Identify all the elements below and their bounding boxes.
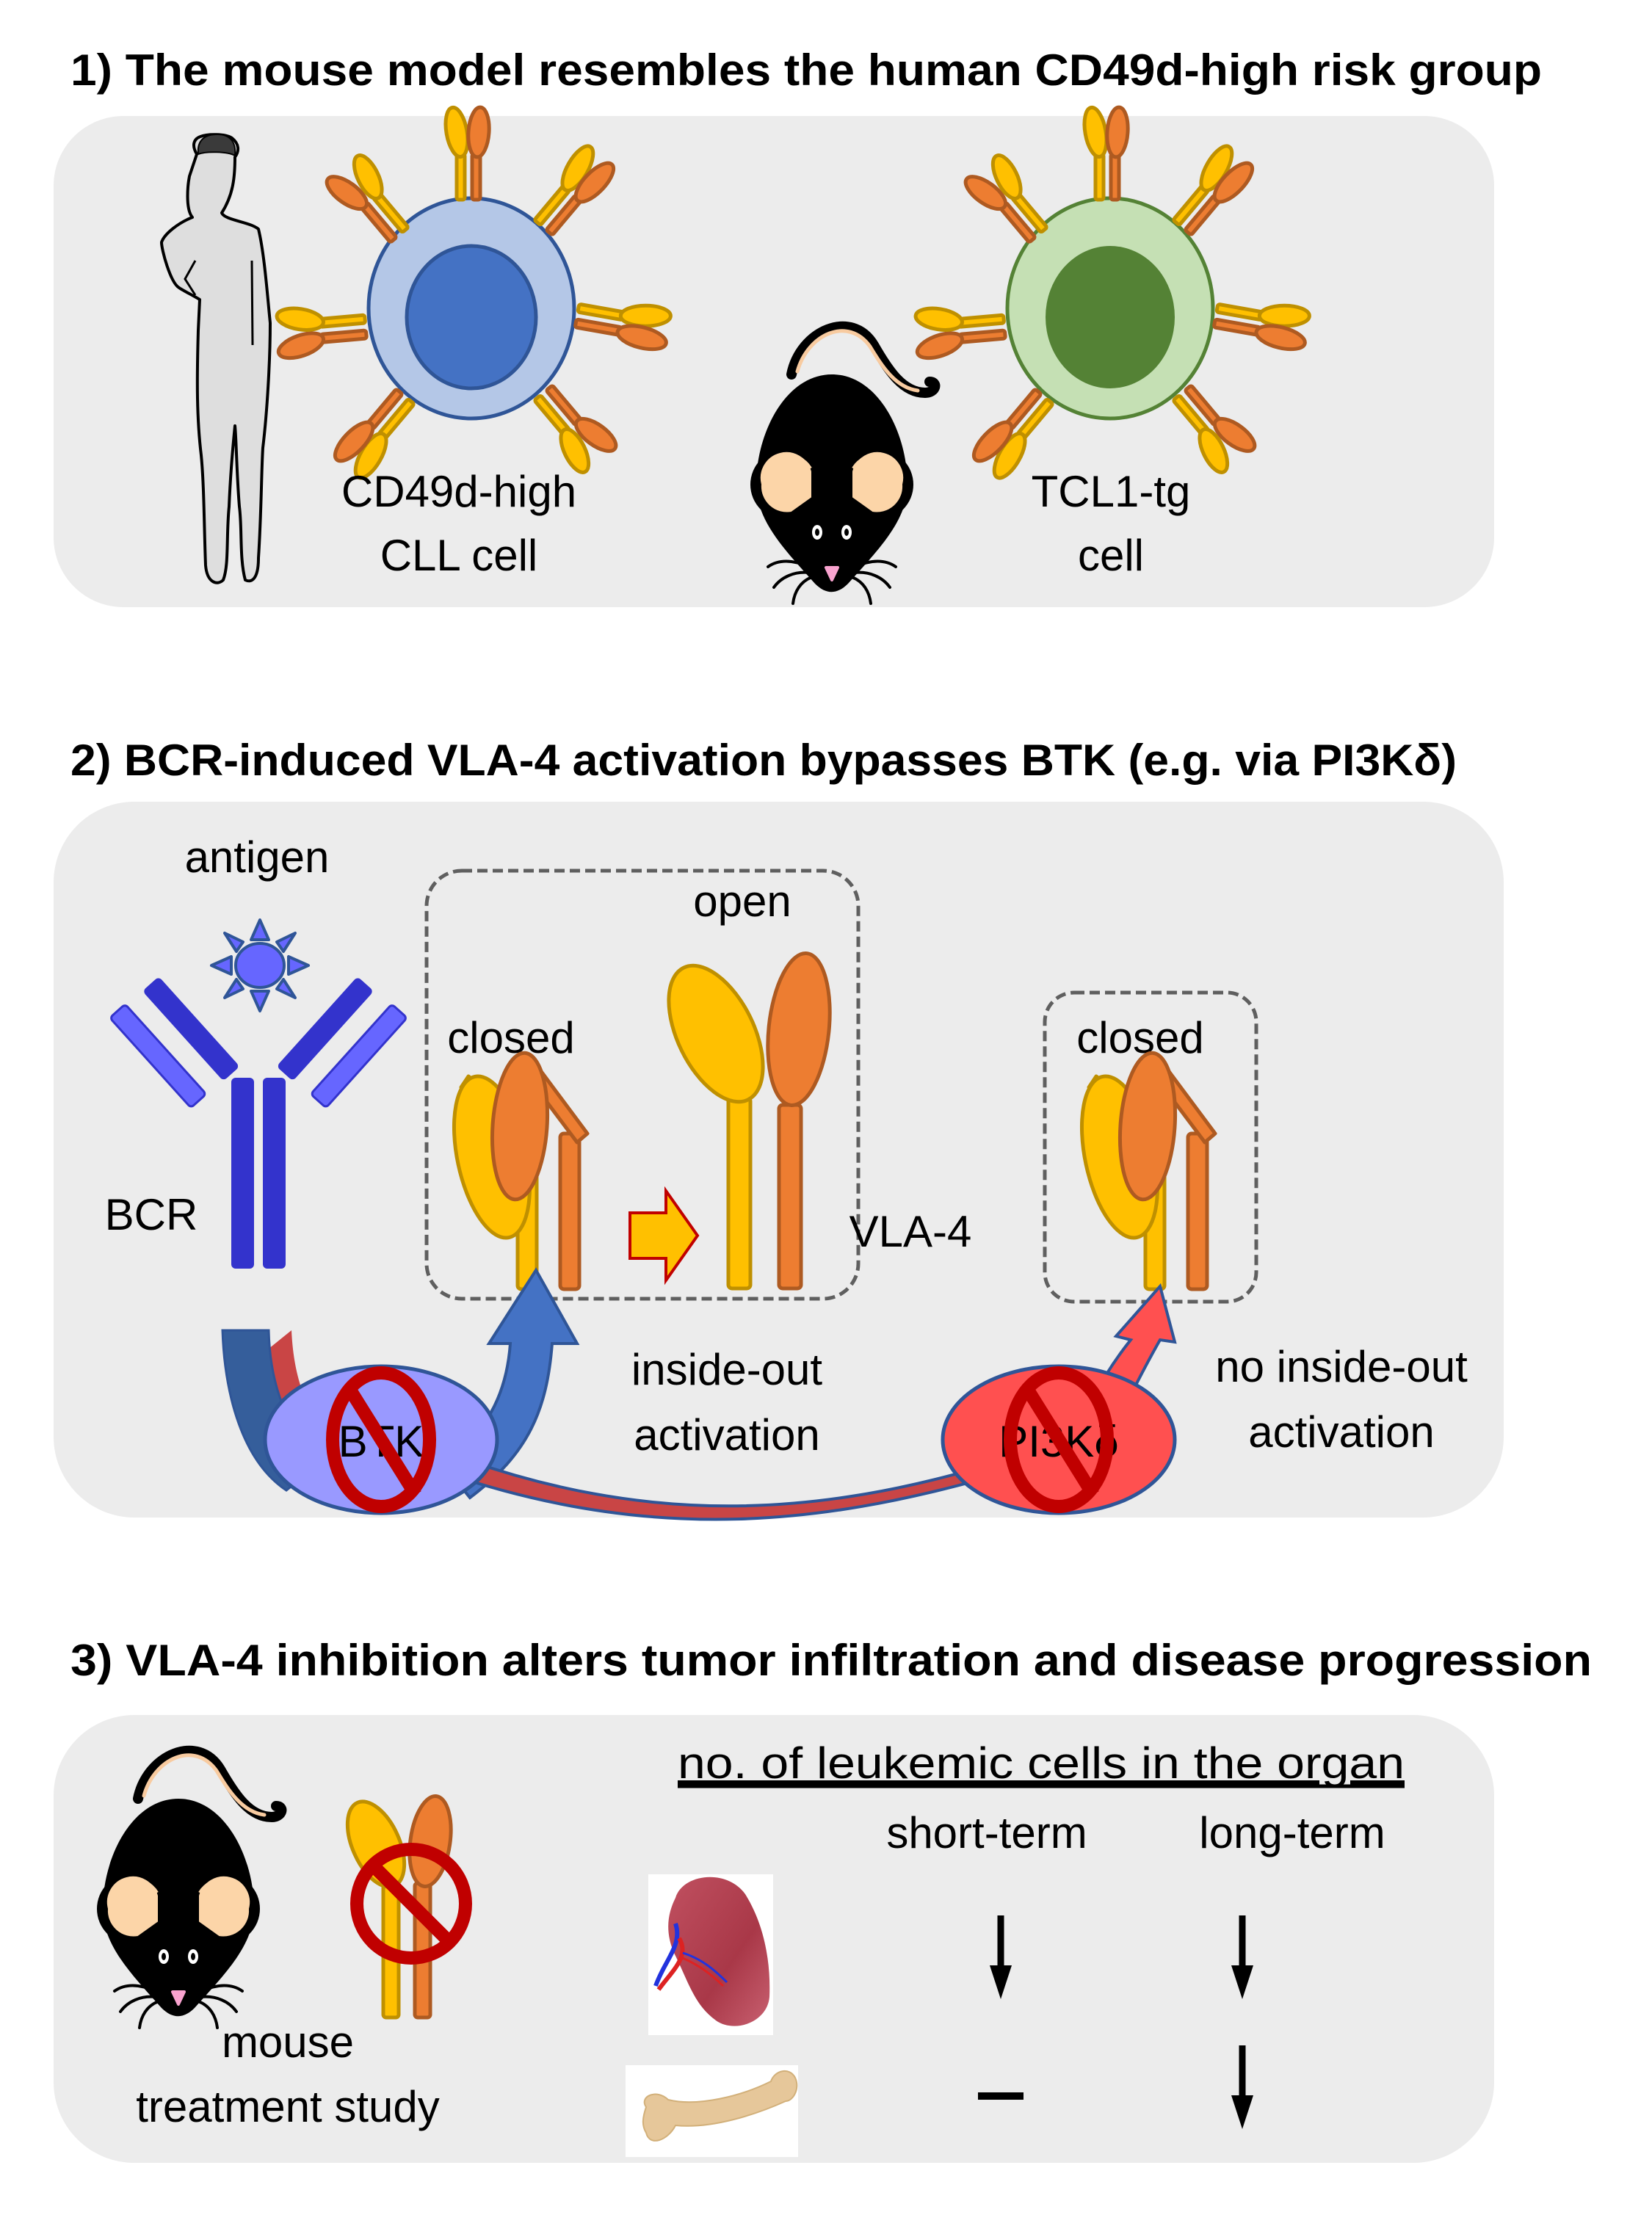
panel3-title: 3) VLA-4 inhibition alters tumor infiltr… (70, 1636, 1592, 1685)
bone-icon (626, 2065, 798, 2157)
decrease-arrow-icon (1231, 1965, 1253, 1999)
btk-node: BTK (263, 1364, 499, 1515)
vla4-label: VLA-4 (849, 1207, 972, 1256)
open-label: open (693, 877, 791, 926)
study-label-line2: treatment study (136, 2082, 440, 2131)
antigen-icon (210, 918, 310, 1012)
no-inside-out-label-line2: activation (1248, 1407, 1434, 1457)
table-heading: no. of leukemic cells in the organ (678, 1739, 1405, 1788)
human-figure-icon (160, 133, 272, 584)
spleen-icon (648, 1874, 773, 2035)
vla4-activation-box (424, 869, 861, 1301)
column-header-short-term: short-term (886, 1808, 1087, 1857)
panel2-title: 2) BCR-induced VLA-4 activation bypasses… (70, 736, 1457, 785)
human-cell-label-line1: CD49d-high (341, 467, 576, 516)
result-bone-long-term (1231, 2045, 1253, 2129)
study-label-line1: mouse (222, 2017, 354, 2067)
bcr-icon (110, 978, 407, 1269)
decrease-arrow-icon (1231, 2095, 1253, 2129)
decrease-arrow-icon (990, 1965, 1012, 1999)
bcr-label: BCR (105, 1190, 198, 1239)
mouse-cell-label-line2: cell (1078, 531, 1144, 580)
btk-inhibited-icon (326, 1366, 436, 1513)
column-header-long-term: long-term (1199, 1808, 1385, 1857)
tcl1-tg-cell-icon (911, 106, 1314, 485)
vla4-inhibitor-icon (345, 1794, 472, 2020)
pi3k-node: PI3Kδ (941, 1364, 1177, 1515)
result-spleen-short-term (990, 1915, 1012, 1999)
no-change-dash-icon (978, 2092, 1024, 2100)
panel1-title: 1) The mouse model resembles the human C… (70, 46, 1542, 95)
human-cell-label-line2: CLL cell (380, 531, 538, 580)
closed-label-a: closed (447, 1013, 574, 1062)
closed-label-b: closed (1076, 1013, 1203, 1062)
antigen-label: antigen (185, 833, 330, 882)
result-spleen-long-term (1231, 1915, 1253, 1999)
inside-out-label-line2: activation (634, 1410, 819, 1460)
inside-out-label-line1: inside-out (631, 1345, 822, 1394)
mouse-cell-label-line1: TCL1-tg (1032, 467, 1191, 516)
pi3k-inhibited-icon (1004, 1366, 1114, 1513)
result-bone-short-term (978, 2092, 1024, 2100)
conformation-change-arrow-icon (628, 1186, 700, 1286)
no-inside-out-label-line1: no inside-out (1215, 1342, 1468, 1391)
vla4-open-icon (667, 951, 832, 1291)
cd49d-high-cll-cell-icon (272, 106, 675, 485)
